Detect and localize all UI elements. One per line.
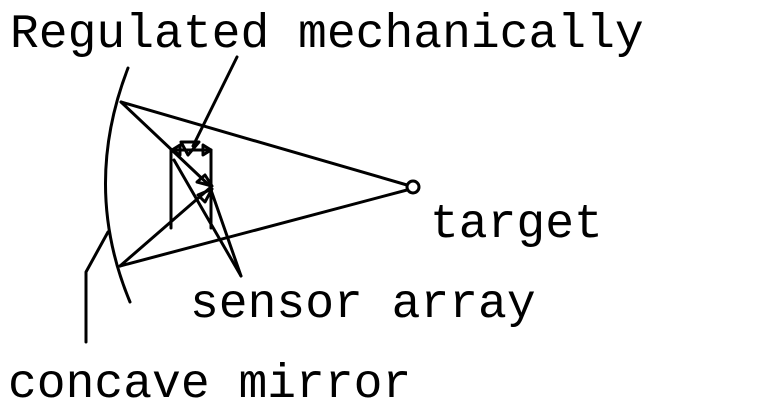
ray-mirror-top-to-sensor	[119, 100, 213, 189]
concave-mirror-arc	[104, 66, 132, 304]
concave-mirror-leader	[84, 230, 110, 344]
adjust-arrow-left-icon	[170, 143, 182, 157]
adjust-arrow-right-icon	[201, 143, 213, 157]
ray-target-to-mirror-top	[119, 100, 409, 187]
label-concave-mirror: concave mirror	[8, 358, 411, 405]
ray-target-to-mirror-bottom	[118, 188, 409, 268]
focus-arrowhead-top-icon	[195, 173, 214, 188]
sensor-leader-right	[209, 188, 243, 278]
focus-arrowhead-bottom-icon	[196, 187, 214, 204]
regulated-leader-line	[191, 55, 239, 148]
sensor-leader-left	[172, 158, 243, 278]
target-point	[405, 179, 421, 195]
label-target: target	[430, 198, 603, 252]
label-sensor-array: sensor array	[190, 278, 536, 332]
label-regulated-mechanically: Regulated mechanically	[10, 8, 644, 62]
